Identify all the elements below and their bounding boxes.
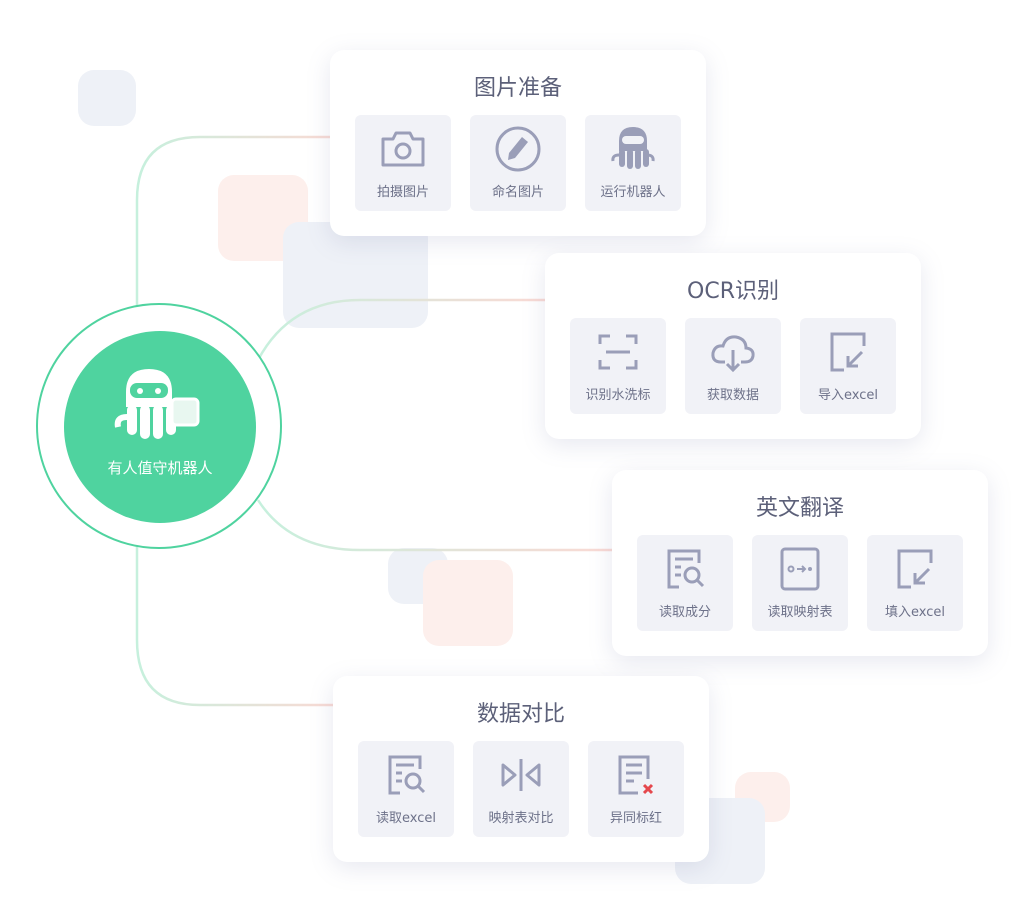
tile-label: 拍摄图片 (376, 185, 429, 200)
decorative-square (423, 560, 513, 646)
octopus-robot-icon (611, 127, 655, 169)
tile-label: 映射表对比 (488, 811, 554, 826)
cloud-download-icon (711, 335, 755, 373)
tile-label: 填入excel (885, 605, 945, 620)
document-error-icon (618, 755, 654, 795)
tile-take-photo[interactable]: 拍摄图片 (355, 115, 451, 211)
tile-compare-mapping[interactable]: 映射表对比 (473, 741, 569, 837)
card-translation: 英文翻译 读取成分 读取映射表 填入excel (612, 470, 988, 656)
octopus-robot-icon (114, 369, 200, 439)
card-title: 数据对比 (476, 702, 565, 727)
pencil-circle-icon (495, 126, 541, 172)
document-search-icon (667, 549, 705, 589)
tile-import-excel[interactable]: 导入excel (800, 318, 896, 414)
tile-fetch-data[interactable]: 获取数据 (685, 318, 781, 414)
card-title: OCR识别 (687, 279, 779, 304)
tile-label: 导入excel (818, 388, 878, 403)
tile-label: 读取映射表 (767, 605, 833, 620)
hub-attended-robot[interactable]: 有人值守机器人 (64, 331, 256, 523)
tile-name-photo[interactable]: 命名图片 (470, 115, 566, 211)
tile-read-excel[interactable]: 读取excel (358, 741, 454, 837)
tile-label: 识别水洗标 (585, 388, 651, 403)
card-ocr: OCR识别 识别水洗标 获取数据 导入excel (545, 253, 921, 439)
tile-label: 异同标红 (609, 811, 662, 826)
decorative-square (78, 70, 136, 126)
tile-read-mapping[interactable]: 读取映射表 (752, 535, 848, 631)
document-search-icon (388, 755, 426, 795)
tile-label: 读取excel (376, 811, 436, 826)
import-icon (830, 332, 866, 372)
hub-label: 有人值守机器人 (107, 459, 213, 477)
tile-label: 运行机器人 (600, 185, 666, 200)
card-title: 英文翻译 (755, 496, 844, 521)
tile-label: 获取数据 (706, 388, 759, 403)
card-data-compare: 数据对比 读取excel 映射表对比 异同标红 (333, 676, 709, 862)
tile-label: 命名图片 (491, 185, 544, 200)
tile-run-robot[interactable]: 运行机器人 (585, 115, 681, 211)
camera-icon (381, 131, 425, 167)
tile-label: 读取成分 (658, 605, 711, 620)
card-image-prep: 图片准备 拍摄图片 命名图片 运行机器人 (330, 50, 706, 236)
tile-read-composition[interactable]: 读取成分 (637, 535, 733, 631)
tile-fill-excel[interactable]: 填入excel (867, 535, 963, 631)
card-title: 图片准备 (473, 76, 562, 101)
mapping-icon (780, 547, 820, 591)
compare-icon (501, 759, 541, 791)
scan-icon (598, 334, 638, 370)
import-icon (897, 549, 933, 589)
tile-mark-differences[interactable]: 异同标红 (588, 741, 684, 837)
tile-recognize-label[interactable]: 识别水洗标 (570, 318, 666, 414)
